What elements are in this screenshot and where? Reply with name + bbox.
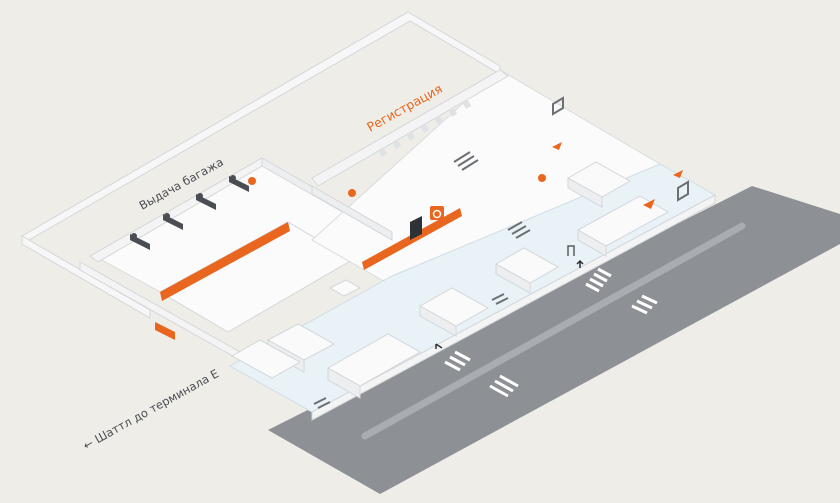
- block-8: [230, 339, 302, 379]
- baggage-carousel-icon: [196, 193, 216, 210]
- block-3-side: [419, 305, 457, 337]
- wheelchair-icon: [430, 206, 444, 220]
- building-blocks: [230, 161, 670, 399]
- checkin-hall-inner-wall: [311, 185, 393, 241]
- baggage-carousel-icon: [130, 233, 150, 250]
- checkin-counters: [378, 99, 472, 157]
- crosswalk-icon: [489, 374, 519, 398]
- facade-wall: [311, 194, 716, 421]
- exit-strip-orange: [160, 222, 290, 301]
- crosswalk-icon: [444, 350, 471, 372]
- elevator-icon: [552, 96, 564, 116]
- escalator-icon: [491, 293, 509, 305]
- escalator-icon: [453, 151, 479, 171]
- escalator-icon: [507, 221, 531, 239]
- baggage-carousel-icon: [229, 175, 249, 192]
- escalator-icon: [313, 397, 331, 409]
- baggage-carousels: [130, 175, 249, 250]
- info-screen-icon: [410, 216, 422, 240]
- elevator-icon: [677, 180, 689, 202]
- parking-barrier-icon: [567, 245, 575, 256]
- entrance-strip-orange: [155, 322, 175, 340]
- block-6-side: [577, 229, 607, 257]
- baggage-carousel-icon: [163, 213, 183, 230]
- block-5-side: [567, 177, 603, 208]
- shuttle-label[interactable]: ← Шаттл до терминала E: [81, 366, 221, 452]
- crosswalk-icon: [585, 267, 612, 293]
- crosswalk-icon: [631, 294, 658, 315]
- block-4-side: [495, 263, 531, 294]
- block-2-side: [327, 367, 361, 399]
- cafe-icon: [248, 174, 546, 197]
- arrow-icon: [435, 259, 584, 349]
- checkin-hall-back-wall: [311, 69, 509, 187]
- road: [268, 186, 840, 494]
- block-7: [328, 279, 362, 297]
- road-center-line: [361, 222, 746, 440]
- map-icons: [248, 96, 689, 409]
- airplane-icon: [552, 142, 683, 209]
- road-surface: [268, 186, 840, 494]
